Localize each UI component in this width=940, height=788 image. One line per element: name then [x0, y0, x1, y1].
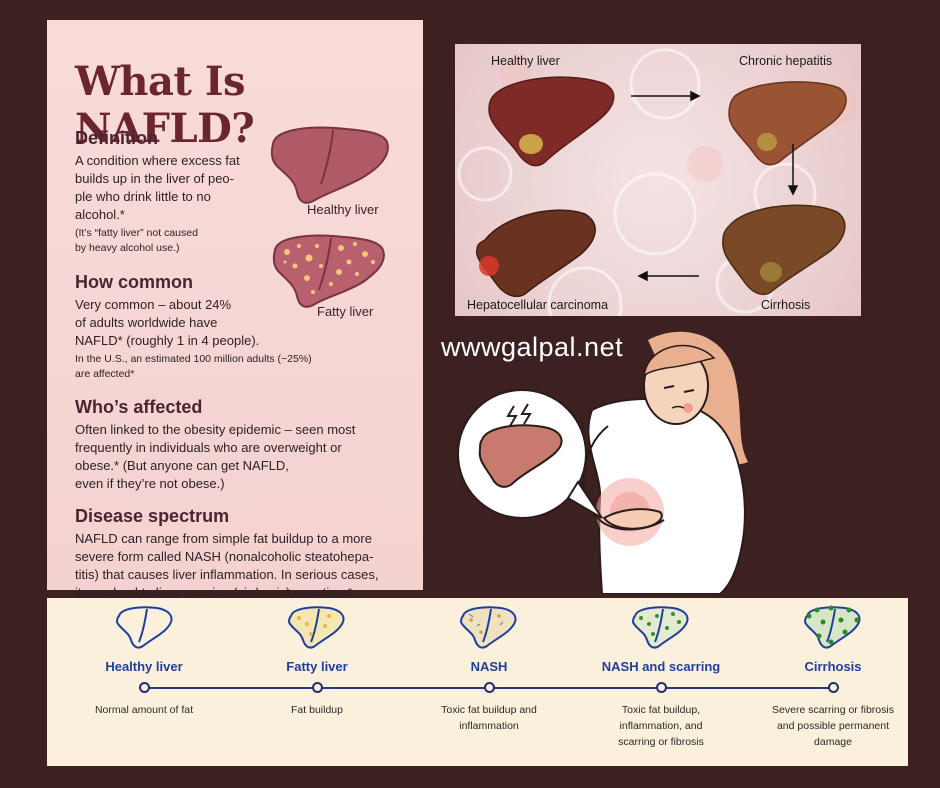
stage-desc-line: damage — [814, 736, 852, 748]
stage-name-nash-scarring: NASH and scarring — [601, 659, 721, 674]
fatty-liver-illustration — [272, 234, 385, 308]
note-line: by heavy alcohol use.) — [75, 242, 180, 254]
fatty-liver-icon — [287, 606, 345, 649]
whos-affected-heading: Who’s affected — [75, 397, 203, 417]
stage-desc-line: Severe scarring or fibrosis — [772, 704, 894, 716]
stage-name-nash: NASH — [470, 659, 508, 674]
spectrum-line: NAFLD can range from simple fat buildup … — [75, 531, 372, 546]
note-line: In the U.S., an estimated 100 million ad… — [75, 353, 312, 365]
stage-desc-nash-scarring: Toxic fat buildup, inflammation, and sca… — [586, 702, 736, 750]
carcinoma-label: Hepatocellular carcinoma — [467, 298, 609, 312]
healthy-liver-photo — [488, 76, 615, 167]
stage-desc-line: inflammation, and — [619, 720, 703, 732]
definition-note: (It’s “fatty liver” not caused by heavy … — [75, 226, 275, 256]
spectrum-text: NAFLD can range from simple fat buildup … — [75, 530, 415, 602]
whos-affected-line: obese.* (But anyone can get NAFLD, — [75, 458, 289, 473]
photo-artwork — [457, 48, 857, 316]
how-common-line: NAFLD* (roughly 1 in 4 people). — [75, 333, 260, 348]
timeline-segment — [661, 687, 833, 689]
fatty-liver-caption: Fatty liver — [317, 304, 374, 319]
nash-liver-icon — [459, 606, 517, 649]
info-panel: What Is NAFLD? Definition A condition wh… — [47, 20, 423, 600]
hepatitis-liver-photo — [728, 81, 847, 166]
healthy-liver-label: Healthy liver — [491, 54, 560, 68]
note-line: (It’s “fatty liver” not caused — [75, 227, 198, 239]
stage-name-cirrhosis: Cirrhosis — [804, 659, 862, 674]
chronic-hepatitis-label: Chronic hepatitis — [739, 54, 833, 68]
healthy-liver-caption: Healthy liver — [307, 202, 379, 217]
stage-desc-line: Toxic fat buildup and — [441, 704, 537, 716]
how-common-note: In the U.S., an estimated 100 million ad… — [75, 352, 395, 382]
stage-desc-cirrhosis: Severe scarring or fibrosis and possible… — [758, 702, 908, 750]
how-common-text: Very common – about 24% of adults worldw… — [75, 296, 315, 350]
site-watermark: wwwgalpal.net — [441, 332, 624, 362]
timeline-segment — [489, 687, 661, 689]
whos-affected-line: even if they’re not obese.) — [75, 476, 225, 491]
stage-desc-healthy: Normal amount of fat — [69, 702, 219, 718]
how-common-line: of adults worldwide have — [75, 315, 218, 330]
stage-desc-line: Toxic fat buildup, — [621, 704, 701, 716]
stage-desc-line: scarring or fibrosis — [618, 736, 704, 748]
how-common-heading: How common — [75, 272, 194, 292]
stage-desc-nash: Toxic fat buildup and inflammation — [414, 702, 564, 734]
stage-node — [311, 682, 323, 693]
spectrum-line: titis) that causes liver inflammation. I… — [75, 567, 379, 582]
definition-line: builds up in the liver of peo- — [75, 171, 234, 186]
spectrum-heading: Disease spectrum — [75, 506, 230, 526]
stage-node — [827, 682, 839, 693]
definition-line: A condition where excess fat — [75, 153, 240, 168]
timeline-segment — [317, 687, 489, 689]
how-common-line: Very common – about 24% — [75, 297, 232, 312]
cirrhosis-liver-icon — [803, 605, 861, 649]
stage-desc-line: Fat buildup — [291, 704, 343, 716]
stage-name-healthy: Healthy liver — [105, 659, 183, 674]
note-line: are affected* — [75, 368, 135, 380]
whos-affected-line: frequently in individuals who are overwe… — [75, 440, 342, 455]
healthy-liver-illustration — [270, 126, 389, 204]
stage-desc-line: inflammation — [459, 720, 519, 732]
stage-node — [483, 682, 495, 693]
spectrum-line: it may lead to liver scarring (cirrhosis… — [75, 585, 353, 600]
liver-progression-photo: Healthy liver Chronic hepatitis Hepatoce… — [455, 44, 861, 316]
stage-node — [655, 682, 667, 693]
definition-heading: Definition — [75, 128, 158, 148]
stage-desc-line: and possible permanent — [776, 720, 890, 732]
carcinoma-liver-photo — [476, 209, 596, 298]
stage-desc-fatty: Fat buildup — [242, 702, 392, 718]
healthy-liver-icon — [115, 606, 173, 649]
stage-strip: Healthy liver Normal amount of fat Fatty… — [47, 598, 908, 766]
stage-name-fatty: Fatty liver — [286, 659, 348, 674]
nash-scarring-liver-icon — [631, 606, 689, 649]
cirrhosis-liver-photo — [722, 204, 846, 296]
spectrum-line: severe form called NASH (nonalcoholic st… — [75, 549, 374, 564]
definition-text: A condition where excess fat builds up i… — [75, 152, 285, 224]
timeline-segment — [144, 687, 324, 689]
whos-affected-text: Often linked to the obesity epidemic – s… — [75, 421, 405, 493]
whos-affected-line: Often linked to the obesity epidemic – s… — [75, 422, 356, 437]
cirrhosis-label: Cirrhosis — [761, 298, 811, 312]
stage-desc-line: Normal amount of fat — [94, 704, 194, 716]
stage-node — [138, 682, 150, 693]
page-title: What Is NAFLD? — [75, 58, 255, 152]
definition-line: alcohol.* — [75, 207, 125, 222]
definition-line: ple who drink little to no — [75, 189, 211, 204]
woman-abdominal-pain-illustration — [457, 331, 748, 594]
